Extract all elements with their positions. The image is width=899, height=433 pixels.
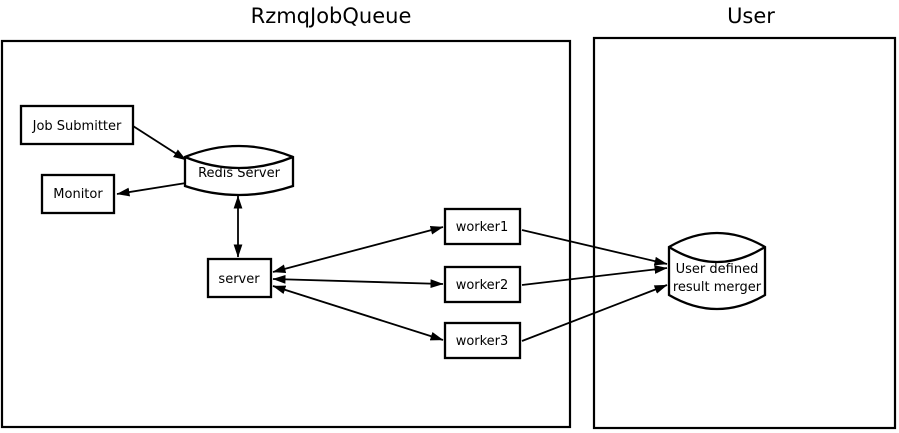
edge-server-worker3-bidirectional bbox=[272, 285, 444, 341]
result-merger-cylinder-rim bbox=[668, 246, 766, 264]
node-monitor-label: Monitor bbox=[53, 187, 103, 202]
redis-cylinder-rim bbox=[184, 155, 294, 170]
cluster-rzmq-job-queue bbox=[0, 39, 572, 429]
edge-job-submitter-to-redis-server bbox=[132, 125, 187, 161]
node-monitor bbox=[40, 173, 116, 215]
cluster-rzmq-job-queue-title: RzmqJobQueue bbox=[251, 4, 412, 28]
edge-worker2-to-result-merger bbox=[521, 265, 668, 286]
node-result-merger-label-line1: User defined bbox=[676, 262, 759, 277]
node-worker3 bbox=[443, 321, 522, 360]
node-worker2 bbox=[443, 265, 522, 304]
node-job-submitter-label: Job Submitter bbox=[32, 119, 122, 134]
edge-redis-server-to-monitor bbox=[116, 182, 187, 197]
cluster-user-title: User bbox=[727, 4, 775, 28]
node-server bbox=[206, 257, 273, 299]
node-worker1-label: worker1 bbox=[456, 220, 509, 235]
node-result-merger-label-line2: result merger bbox=[673, 280, 762, 295]
cluster-user bbox=[592, 36, 897, 430]
result-merger-cylinder-body bbox=[667, 231, 767, 311]
node-result-merger: User defined result merger bbox=[667, 231, 767, 311]
edge-worker1-to-result-merger bbox=[521, 229, 668, 266]
node-server-label: server bbox=[218, 272, 260, 287]
node-worker3-label: worker3 bbox=[456, 334, 509, 349]
node-redis-server: Redis Server bbox=[183, 144, 295, 197]
redis-cylinder-body bbox=[183, 144, 295, 197]
edge-server-worker2-bidirectional bbox=[272, 274, 444, 289]
node-worker1 bbox=[443, 207, 522, 246]
edge-worker3-to-result-merger bbox=[521, 284, 668, 342]
node-worker2-label: worker2 bbox=[456, 278, 509, 293]
node-job-submitter bbox=[19, 104, 135, 146]
node-redis-server-label: Redis Server bbox=[198, 166, 281, 181]
edge-server-worker1-bidirectional bbox=[272, 225, 444, 274]
